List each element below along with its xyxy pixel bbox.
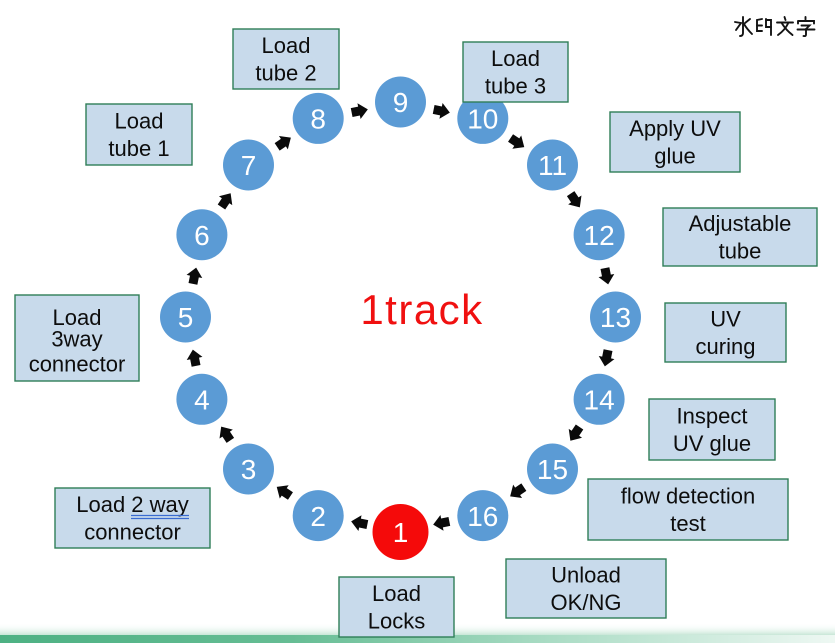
svg-text:Adjustable: Adjustable xyxy=(689,211,792,236)
svg-text:Apply UV: Apply UV xyxy=(629,116,721,141)
svg-text:9: 9 xyxy=(393,87,409,118)
svg-text:flow detection: flow detection xyxy=(621,484,756,509)
svg-text:Inspect: Inspect xyxy=(677,404,748,429)
svg-text:14: 14 xyxy=(584,385,615,416)
svg-text:8: 8 xyxy=(310,104,326,135)
svg-text:Load 2 way: Load 2 way xyxy=(76,492,189,517)
svg-text:1track: 1track xyxy=(360,286,483,333)
svg-text:tube 1: tube 1 xyxy=(108,136,169,161)
svg-text:UV glue: UV glue xyxy=(673,431,751,456)
svg-text:3: 3 xyxy=(241,454,257,485)
svg-text:tube 3: tube 3 xyxy=(485,74,546,99)
svg-text:tube: tube xyxy=(719,239,762,264)
svg-text:Load: Load xyxy=(115,109,164,134)
svg-text:6: 6 xyxy=(194,220,210,251)
svg-text:Load: Load xyxy=(262,33,311,58)
svg-text:10: 10 xyxy=(467,104,498,135)
svg-text:4: 4 xyxy=(194,385,210,416)
svg-text:3way: 3way xyxy=(51,327,102,352)
svg-text:Load: Load xyxy=(53,305,102,330)
svg-text:glue: glue xyxy=(654,144,696,169)
svg-text:16: 16 xyxy=(467,501,498,532)
svg-text:1: 1 xyxy=(393,517,409,548)
svg-text:tube 2: tube 2 xyxy=(255,61,316,86)
svg-text:Locks: Locks xyxy=(368,609,425,634)
svg-text:connector: connector xyxy=(84,520,181,545)
svg-text:curing: curing xyxy=(696,334,756,359)
svg-text:connector: connector xyxy=(29,352,126,377)
svg-text:5: 5 xyxy=(178,302,194,333)
svg-text:Unload: Unload xyxy=(551,563,621,588)
svg-text:2: 2 xyxy=(310,501,326,532)
svg-text:12: 12 xyxy=(584,220,615,251)
svg-text:Load: Load xyxy=(491,46,540,71)
svg-text:OK/NG: OK/NG xyxy=(551,590,622,615)
svg-text:7: 7 xyxy=(241,150,257,181)
svg-text:13: 13 xyxy=(600,302,631,333)
svg-text:11: 11 xyxy=(538,150,567,181)
svg-text:test: test xyxy=(670,511,705,536)
svg-text:Load: Load xyxy=(372,581,421,606)
svg-text:15: 15 xyxy=(537,454,568,485)
svg-text:UV: UV xyxy=(710,307,741,332)
